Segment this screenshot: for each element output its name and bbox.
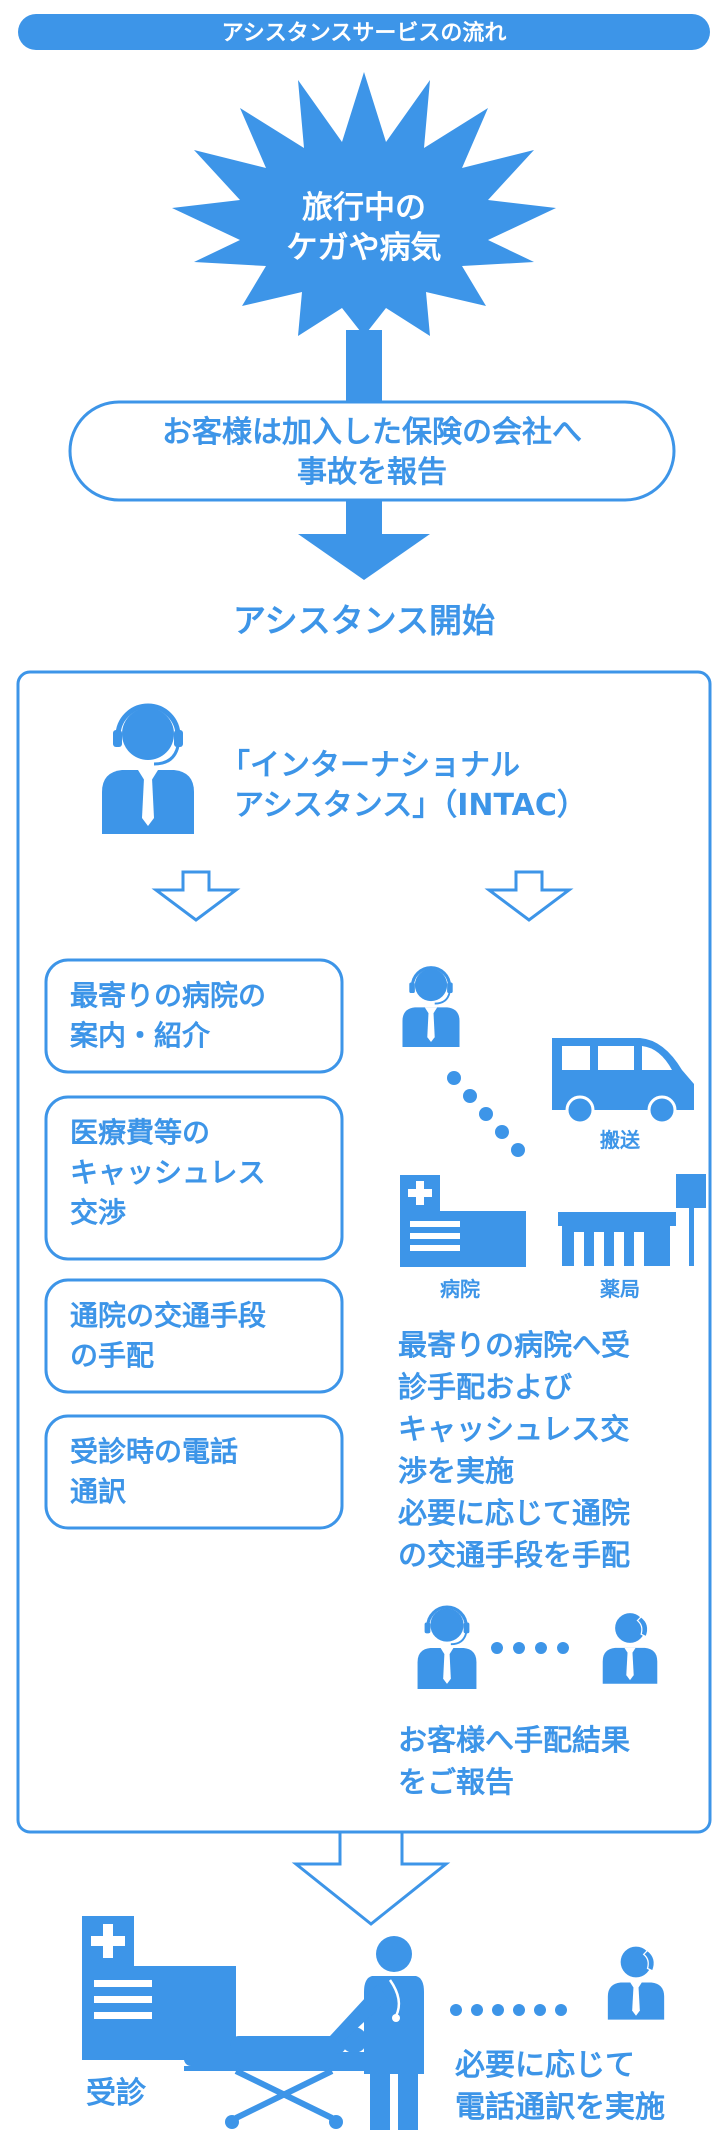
bottom-hospital-icon [82, 1916, 236, 2060]
service-2-line2: キャッシュレス [70, 1156, 265, 1189]
right-text-line4: 渉を実施 [398, 1454, 514, 1488]
service-2-line3: 交渉 [70, 1196, 126, 1229]
doctor-icon [330, 1936, 424, 2130]
hospital-label: 病院 [440, 1277, 480, 1301]
header-title: アシスタンスサービスの流れ [222, 20, 507, 46]
service-4-line1: 受診時の電話 [70, 1435, 238, 1468]
down-arrow-shaft [346, 500, 382, 536]
report-back-line1: お客様へ手配結果 [398, 1723, 630, 1757]
right-text-line6: の交通手段を手配 [398, 1538, 630, 1572]
bottom-right-line1: 必要に応じて [455, 2048, 635, 2083]
bottom-customer-phone-icon [608, 1947, 664, 2020]
service-4-line2: 通訳 [70, 1475, 127, 1508]
burst-line2: ケガや病気 [287, 230, 442, 266]
service-box-1 [46, 960, 342, 1072]
assistance-start-label: アシスタンス開始 [233, 601, 495, 640]
report-back-line2: をご報告 [398, 1765, 514, 1799]
service-3-line2: の手配 [70, 1339, 154, 1372]
service-1-line1: 最寄りの病院の [70, 979, 266, 1012]
right-text-line3: キャッシュレス交 [398, 1412, 629, 1446]
service-3-line1: 通院の交通手段 [70, 1299, 266, 1332]
bottom-right-line2: 電話通訳を実施 [455, 2090, 665, 2125]
down-arrow-head [298, 534, 430, 580]
report-line1: お客様は加入した保険の会社へ [162, 415, 582, 450]
right-text-line1: 最寄りの病院へ受 [398, 1328, 630, 1362]
right-text-line5: 必要に応じて通院 [398, 1496, 630, 1530]
outline-arrow-bottom [296, 1832, 446, 1924]
pharmacy-label: 薬局 [600, 1277, 640, 1301]
intac-line1: 「インターナショナル [220, 748, 520, 783]
service-2-line1: 医療費等の [70, 1116, 210, 1149]
right-text-line2: 診手配および [398, 1370, 572, 1404]
burst-line1: 旅行中の [302, 190, 426, 226]
service-1-line2: 案内・紹介 [70, 1019, 211, 1052]
bottom-left-label: 受診 [86, 2076, 147, 2111]
service-box-3 [46, 1280, 342, 1392]
intac-line2: アシスタンス」（INTAC） [234, 788, 587, 823]
dot-chain-horizontal-2 [450, 2004, 567, 2016]
service-box-4 [46, 1416, 342, 1528]
report-line2: 事故を報告 [297, 455, 447, 490]
transport-label: 搬送 [600, 1128, 641, 1152]
